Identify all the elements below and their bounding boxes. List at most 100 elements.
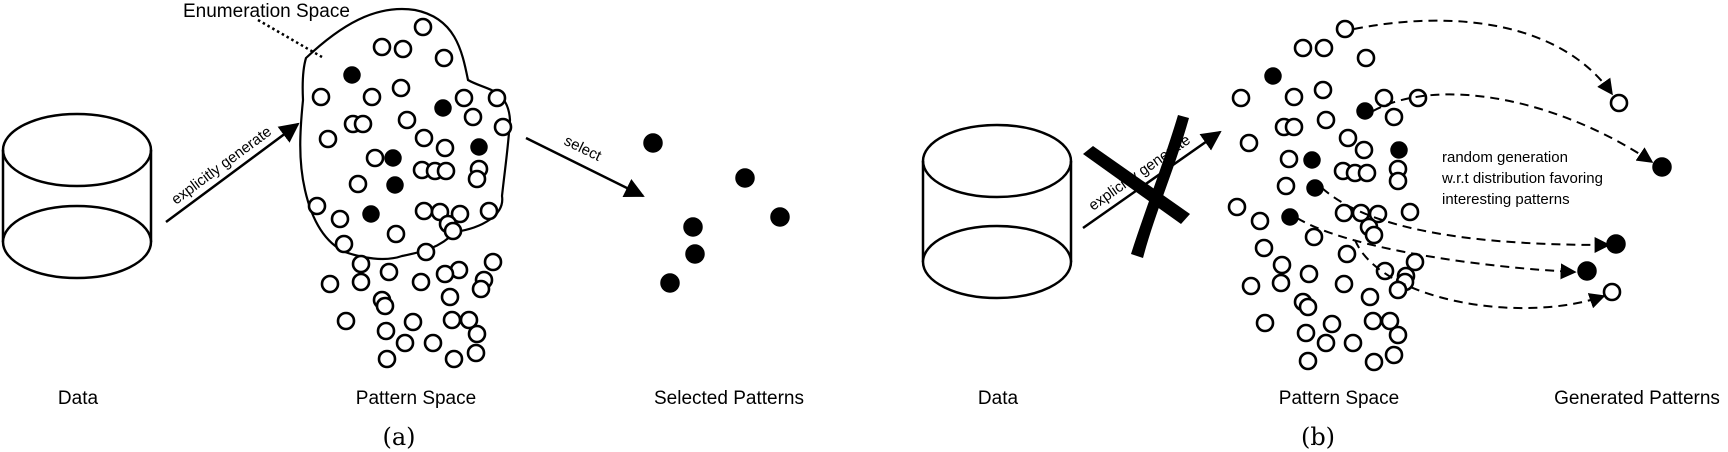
pattern-dot: [454, 88, 474, 108]
generated-patterns-label: Generated Patterns: [1554, 388, 1720, 409]
pattern-dot: [320, 274, 340, 294]
pattern-dot: [1390, 141, 1408, 159]
pattern-dot: [442, 310, 462, 330]
pattern-dot: [348, 174, 368, 194]
pattern-dot: [1304, 227, 1324, 247]
pattern-dot: [1255, 313, 1275, 333]
pattern-dot: [459, 310, 479, 330]
pattern-dot: [1343, 333, 1363, 353]
pattern-dot: [1337, 244, 1357, 264]
generation-arrow: [1372, 93, 1654, 163]
pattern-dot: [1374, 88, 1394, 108]
generated-pattern-dots: [1577, 93, 1672, 302]
pattern-dot: [307, 196, 327, 216]
selected-pattern-dot: [660, 273, 680, 293]
data-cylinder-b: [921, 123, 1073, 300]
pattern-dot: [1313, 80, 1333, 100]
pattern-dot: [403, 312, 423, 332]
panel-label-b: (b): [1301, 423, 1335, 451]
panel-b: Data explicitly generate: [921, 19, 1720, 451]
pattern-dot: [1380, 311, 1400, 331]
pattern-dot: [479, 201, 499, 221]
pattern-dot: [1360, 287, 1380, 307]
enumeration-space-boundary: [299, 7, 512, 261]
data-label-b: Data: [978, 388, 1019, 409]
data-cylinder-a: [1, 112, 153, 280]
pattern-dot: [379, 262, 399, 282]
pattern-dot: [393, 39, 413, 59]
pattern-dot: [362, 205, 380, 223]
explicit-generate-label-a: explicitly generate: [168, 123, 275, 208]
generation-arrows: [1296, 19, 1654, 310]
pattern-dot: [413, 17, 433, 37]
selected-pattern-dot: [683, 217, 703, 237]
pattern-dot: [444, 349, 464, 369]
pattern-dot: [1239, 133, 1259, 153]
pattern-space-label-a: Pattern Space: [356, 388, 476, 409]
pattern-dot: [1335, 19, 1355, 39]
pattern-dot: [1354, 140, 1374, 160]
pattern-dot: [1296, 323, 1316, 343]
random-generation-line-1: random generation: [1442, 149, 1568, 166]
selected-pattern-dot: [770, 207, 790, 227]
pattern-dot: [443, 221, 463, 241]
pattern-dot: [1298, 351, 1318, 371]
pattern-dot: [1303, 151, 1321, 169]
pattern-dot: [1388, 325, 1408, 345]
generation-arrow: [1353, 19, 1613, 96]
pattern-dot: [1298, 297, 1318, 317]
pattern-dot: [1271, 273, 1291, 293]
enumeration-space-label: Enumeration Space: [183, 1, 350, 22]
pattern-dot: [1363, 311, 1383, 331]
pattern-dots-a: [307, 17, 513, 369]
pattern-dot: [365, 148, 385, 168]
pattern-dot: [423, 333, 443, 353]
generation-arrow: [1321, 187, 1611, 253]
selected-pattern-dot: [685, 244, 705, 264]
pattern-dot: [487, 88, 507, 108]
pattern-dot: [1364, 352, 1384, 372]
pattern-dot: [1322, 314, 1342, 334]
select-label: select: [561, 132, 604, 165]
pattern-dot: [353, 114, 373, 134]
pattern-dot: [436, 161, 456, 181]
pattern-dot: [434, 48, 454, 68]
pattern-dot: [1384, 107, 1404, 127]
pattern-dots-b: [1227, 19, 1428, 372]
pattern-dot: [386, 176, 404, 194]
pattern-dot: [1384, 345, 1404, 365]
pattern-dot: [395, 333, 415, 353]
selected-pattern-dots: [643, 133, 790, 293]
pattern-dot: [1338, 128, 1358, 148]
pattern-dot: [1316, 333, 1336, 353]
pattern-dot: [411, 272, 431, 292]
pattern-dot: [375, 296, 395, 316]
pattern-dot: [434, 99, 452, 117]
pattern-dot: [483, 252, 503, 272]
pattern-dot: [318, 129, 338, 149]
pattern-dot: [1357, 163, 1377, 183]
pattern-dot: [435, 138, 455, 158]
selected-pattern-dot: [735, 168, 755, 188]
pattern-dot: [397, 110, 417, 130]
pattern-dot: [330, 209, 350, 229]
panel-label-a: (a): [382, 423, 415, 451]
explicit-generate-arrow-b: [1082, 130, 1222, 230]
pattern-dot: [1299, 264, 1319, 284]
pattern-dot: [343, 66, 361, 84]
pattern-dot: [1254, 238, 1274, 258]
pattern-dot: [440, 287, 460, 307]
pattern-space-label-b: Pattern Space: [1279, 388, 1399, 409]
pattern-dot: [1400, 202, 1420, 222]
pattern-dot: [1388, 171, 1408, 191]
pattern-dot: [1264, 67, 1282, 85]
pattern-dot: [1231, 88, 1251, 108]
pattern-dot: [336, 311, 356, 331]
pattern-dot: [376, 321, 396, 341]
pattern-dot: [1284, 117, 1304, 137]
pattern-dot: [1293, 38, 1313, 58]
pattern-dot: [466, 343, 486, 363]
pattern-dot: [467, 169, 487, 189]
pattern-dot: [435, 264, 455, 284]
generation-arrow: [1296, 217, 1577, 280]
